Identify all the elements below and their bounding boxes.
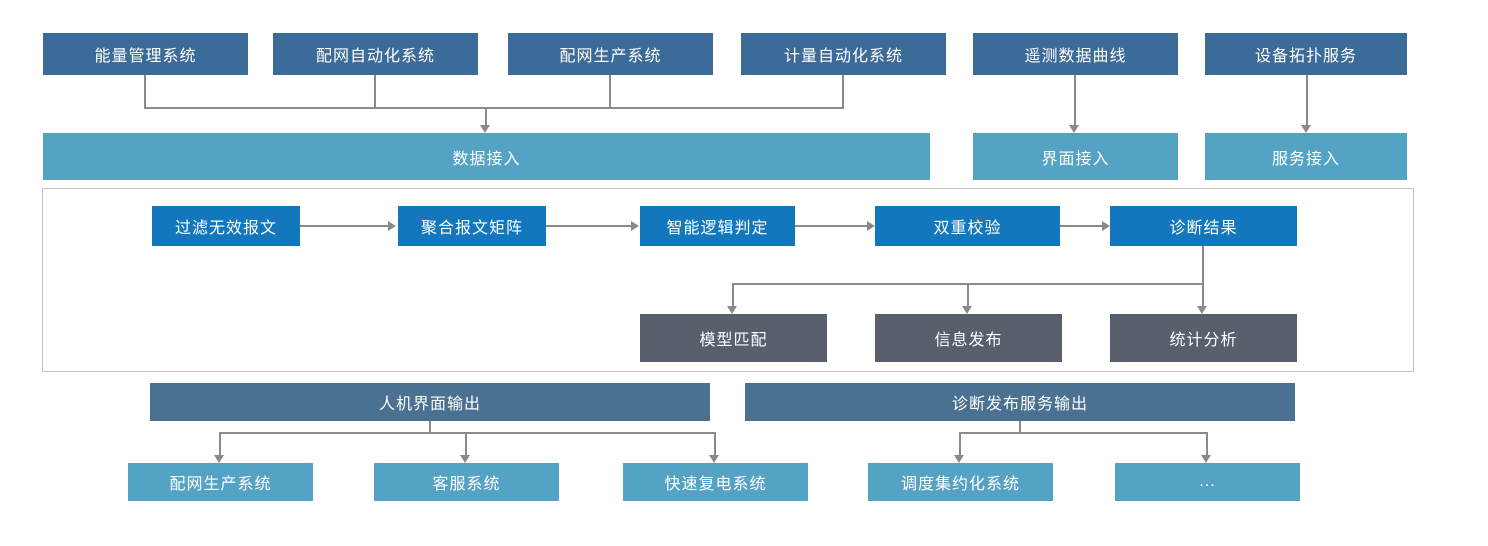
source-box-device-topology: 设备拓扑服务 — [1205, 33, 1407, 75]
connector-vline — [959, 432, 961, 456]
arrowhead-down-icon — [709, 455, 719, 463]
connector-vline — [1019, 421, 1021, 434]
connector-vline — [1202, 246, 1204, 285]
arrowhead-right-icon — [631, 221, 639, 231]
connector-vline — [1306, 75, 1308, 125]
arrowhead-right-icon — [867, 221, 875, 231]
output-header-diagnosis-publish-service: 诊断发布服务输出 — [745, 383, 1295, 421]
connector-hline — [1060, 225, 1102, 227]
result-box-info-publishing: 信息发布 — [875, 314, 1062, 362]
process-box-aggregate-message-matrix: 聚合报文矩阵 — [398, 206, 546, 246]
connector-hline — [144, 107, 844, 109]
connector-vline — [967, 283, 969, 307]
connector-vline — [1202, 283, 1204, 307]
arrowhead-right-icon — [388, 221, 396, 231]
arrowhead-down-icon — [1197, 306, 1207, 314]
arrowhead-down-icon — [1069, 125, 1079, 133]
connector-hline — [959, 432, 1208, 434]
result-box-statistical-analysis: 统计分析 — [1110, 314, 1297, 362]
source-box-distribution-production: 配网生产系统 — [508, 33, 713, 75]
connector-hline — [219, 432, 716, 434]
connector-vline — [374, 75, 376, 109]
system-box-more: ... — [1115, 463, 1300, 501]
connector-vline — [485, 107, 487, 125]
system-box-customer-service: 客服系统 — [374, 463, 559, 501]
output-header-hmi: 人机界面输出 — [150, 383, 710, 421]
source-box-metering-automation: 计量自动化系统 — [741, 33, 946, 75]
process-box-double-verification: 双重校验 — [875, 206, 1060, 246]
arrowhead-down-icon — [480, 125, 490, 133]
source-box-distribution-automation: 配网自动化系统 — [273, 33, 478, 75]
access-bar-data: 数据接入 — [43, 133, 930, 180]
connector-vline — [219, 432, 221, 456]
connector-vline — [1074, 75, 1076, 125]
source-box-telemetry-curve: 遥测数据曲线 — [973, 33, 1178, 75]
system-box-fast-power-restoration: 快速复电系统 — [623, 463, 808, 501]
connector-vline — [144, 75, 146, 109]
process-box-intelligent-logic-judgment: 智能逻辑判定 — [640, 206, 795, 246]
arrowhead-down-icon — [460, 455, 470, 463]
system-box-distribution-production: 配网生产系统 — [128, 463, 313, 501]
arrowhead-down-icon — [214, 455, 224, 463]
connector-hline — [300, 225, 388, 227]
arrowhead-down-icon — [962, 306, 972, 314]
process-box-filter-invalid-messages: 过滤无效报文 — [152, 206, 300, 246]
connector-vline — [714, 432, 716, 456]
connector-vline — [429, 421, 431, 434]
connector-vline — [609, 75, 611, 109]
connector-hline — [795, 225, 867, 227]
arrowhead-right-icon — [1102, 221, 1110, 231]
arrowhead-down-icon — [1201, 455, 1211, 463]
process-box-diagnosis-result: 诊断结果 — [1110, 206, 1297, 246]
access-box-ui: 界面接入 — [973, 133, 1178, 180]
connector-vline — [842, 75, 844, 109]
connector-vline — [732, 283, 734, 307]
arrowhead-down-icon — [1301, 125, 1311, 133]
connector-hline — [546, 225, 631, 227]
connector-vline — [1206, 432, 1208, 456]
system-box-dispatch-centralization: 调度集约化系统 — [868, 463, 1053, 501]
source-box-energy-management: 能量管理系统 — [43, 33, 248, 75]
arrowhead-down-icon — [954, 455, 964, 463]
access-box-service: 服务接入 — [1205, 133, 1407, 180]
arrowhead-down-icon — [727, 306, 737, 314]
result-box-model-matching: 模型匹配 — [640, 314, 827, 362]
connector-vline — [465, 432, 467, 456]
